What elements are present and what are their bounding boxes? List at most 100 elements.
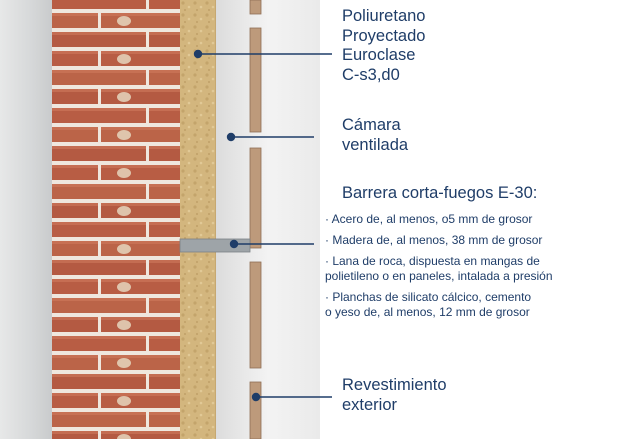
brick	[52, 317, 98, 332]
brick	[101, 431, 180, 439]
exterior-cladding	[249, 0, 262, 439]
brick-highlight	[52, 51, 98, 54]
brick	[52, 355, 98, 370]
brick-highlight	[52, 165, 98, 168]
barrier-option-calcium-silicate: · Planchas de silicato cálcico, cemento …	[325, 290, 532, 319]
fire-barrier	[179, 238, 251, 253]
brick	[52, 241, 98, 256]
brick	[52, 89, 98, 104]
brick-highlight	[52, 127, 98, 130]
brick-highlight	[149, 336, 180, 339]
brick	[52, 260, 146, 275]
brick-highlight	[52, 89, 98, 92]
brick-highlight	[101, 431, 180, 434]
brick-highlight	[52, 260, 146, 263]
brick-highlight	[149, 298, 180, 301]
brick-highlight	[52, 431, 98, 434]
brick-highlight	[101, 203, 180, 206]
brick	[52, 146, 146, 161]
brick	[52, 298, 146, 313]
barrier-option-rock-wool: · Lana de roca, dispuesta en mangas de p…	[325, 254, 553, 283]
brick	[149, 336, 180, 351]
brick-highlight	[52, 32, 146, 35]
brick-spot	[117, 358, 131, 368]
brick	[149, 412, 180, 427]
brick-highlight	[101, 165, 180, 168]
brick-highlight	[149, 412, 180, 415]
brick	[149, 70, 180, 85]
brick-spot	[117, 244, 131, 254]
brick-highlight	[52, 222, 146, 225]
leader-lines	[193, 49, 332, 402]
brick-highlight	[149, 32, 180, 35]
label-exterior-cladding: Revestimiento exterior	[342, 376, 447, 414]
polyurethane-insulation	[180, 0, 216, 439]
label-polyurethane: Poliuretano Proyectado Euroclase C-s3,d0	[342, 7, 426, 84]
brick-highlight	[101, 355, 180, 358]
label-ventilated-chamber: Cámara ventilada	[342, 116, 409, 154]
brick-spot	[117, 320, 131, 330]
brick-spot	[117, 130, 131, 140]
fire-barrier-options: · Acero de, al menos, o5 mm de grosor · …	[325, 212, 637, 326]
brick-highlight	[101, 279, 180, 282]
brick-highlight	[52, 317, 98, 320]
brick	[52, 279, 98, 294]
brick-highlight	[101, 241, 180, 244]
brick-spot	[117, 16, 131, 26]
brick	[52, 412, 146, 427]
brick-spot	[117, 168, 131, 178]
brick	[149, 0, 180, 9]
brick-highlight	[52, 70, 146, 73]
inner-wall-panel	[0, 0, 52, 439]
brick	[52, 222, 146, 237]
brick-highlight	[52, 374, 146, 377]
brick-highlight	[52, 412, 146, 415]
brick-highlight	[149, 108, 180, 111]
brick-highlight	[52, 241, 98, 244]
brick	[52, 13, 98, 28]
brick-highlight	[149, 146, 180, 149]
brick-highlight	[52, 203, 98, 206]
brick	[52, 108, 146, 123]
brick-spot	[117, 396, 131, 406]
brick-highlight	[149, 70, 180, 73]
brick-highlight	[52, 393, 98, 396]
brick-highlight	[149, 184, 180, 187]
brick	[149, 222, 180, 237]
brick-highlight	[52, 355, 98, 358]
brick-highlight	[101, 13, 180, 16]
brick-highlight	[52, 336, 146, 339]
brick	[52, 0, 146, 9]
brick-spot	[117, 92, 131, 102]
brick-highlight	[101, 127, 180, 130]
brick	[52, 184, 146, 199]
ventilated-chamber	[216, 0, 320, 439]
brick	[149, 298, 180, 313]
barrier-option-steel: · Acero de, al menos, o5 mm de grosor	[325, 212, 533, 226]
brick	[52, 431, 98, 439]
brick	[149, 374, 180, 389]
brick-highlight	[149, 374, 180, 377]
brick-highlight	[52, 184, 146, 187]
brick	[149, 184, 180, 199]
barrier-option-wood: · Madera de, al menos, 38 mm de grosor	[325, 233, 543, 247]
brick-spot	[117, 282, 131, 292]
brick-wall	[52, 0, 180, 439]
brick-highlight	[101, 317, 180, 320]
brick-highlight	[149, 260, 180, 263]
brick	[52, 70, 146, 85]
brick-spot	[117, 54, 131, 64]
brick-highlight	[52, 298, 146, 301]
brick-highlight	[52, 108, 146, 111]
brick	[52, 51, 98, 66]
brick	[149, 146, 180, 161]
brick-highlight	[149, 222, 180, 225]
brick	[52, 336, 146, 351]
brick-highlight	[52, 279, 98, 282]
brick	[149, 32, 180, 47]
brick-highlight	[52, 13, 98, 16]
brick	[149, 260, 180, 275]
brick-highlight	[52, 146, 146, 149]
brick	[52, 374, 146, 389]
